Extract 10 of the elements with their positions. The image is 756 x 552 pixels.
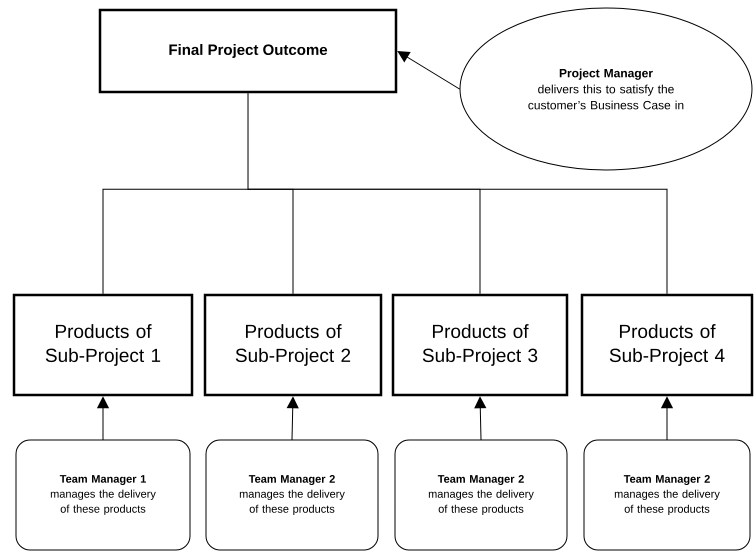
team-manager-box: Team Manager 1 manages the delivery of these products	[16, 440, 190, 550]
team-manager-box: Team Manager 2 manages the delivery of these products	[206, 440, 378, 550]
team-manager-box: Team Manager 2 manages the delivery of these products	[584, 440, 750, 550]
team-manager-box: Team Manager 2 manages the delivery of these products	[394, 440, 568, 550]
product-box: Products of Sub-Project 3	[392, 294, 568, 396]
outcome-box: Final Project Outcome	[98, 8, 398, 94]
connector-line	[248, 92, 668, 294]
product-box: Products of Sub-Project 1	[12, 294, 194, 396]
product-box: Products of Sub-Project 2	[204, 294, 382, 396]
product-box: Products of Sub-Project 4	[580, 294, 754, 396]
